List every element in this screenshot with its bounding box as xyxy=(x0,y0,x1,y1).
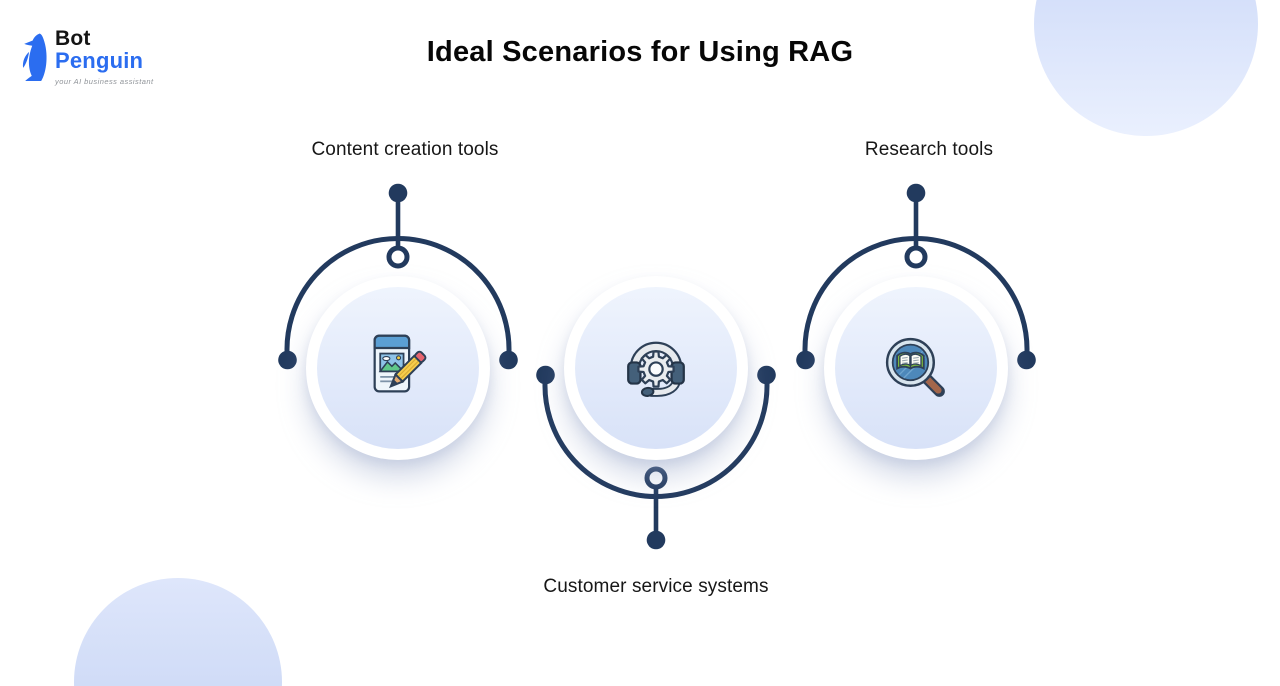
arc-end-dot-right xyxy=(1017,350,1036,370)
arc-end-dot-right xyxy=(757,365,776,385)
node-label-customer-service: Customer service systems xyxy=(543,576,769,597)
node-circle xyxy=(564,276,748,460)
penguin-icon xyxy=(22,33,47,81)
node-circle xyxy=(824,276,1008,460)
logo-tagline: your AI business assistant xyxy=(55,76,154,86)
connector-arc-up xyxy=(796,183,1036,370)
logo-brand-top: Bot xyxy=(55,27,91,50)
node-circle-inner xyxy=(835,287,997,449)
node-label-research: Research tools xyxy=(864,139,994,160)
node-label-content-creation: Content creation tools xyxy=(311,139,499,160)
node-circle-inner xyxy=(317,287,479,449)
arc-end-dot-left xyxy=(278,350,297,370)
customer-service-icon xyxy=(627,341,685,397)
hollow-ring xyxy=(386,245,410,269)
connector-arc-down xyxy=(536,365,776,550)
node-customer-service: Customer service systems xyxy=(456,168,856,597)
logo-text: Bot Penguin your AI business assistant xyxy=(55,28,154,86)
logo-brand-bottom: Penguin xyxy=(55,48,144,74)
node-research: Research tools xyxy=(716,139,1116,568)
stem-dot xyxy=(906,183,926,203)
connector-arc-up xyxy=(278,183,518,370)
node-circle xyxy=(306,276,490,460)
botpenguin-logo: Bot Penguin your AI business assistant xyxy=(20,28,154,86)
content-creation-icon xyxy=(373,334,427,393)
node-circle-inner xyxy=(575,287,737,449)
page-title: Ideal Scenarios for Using RAG xyxy=(426,36,854,68)
research-icon xyxy=(885,337,945,397)
arc-end-dot-left xyxy=(796,350,815,370)
arc-end-dot-right xyxy=(499,350,518,370)
hollow-ring xyxy=(904,245,928,269)
stem-dot xyxy=(646,530,666,550)
hollow-ring xyxy=(644,466,668,490)
arc-end-dot-left xyxy=(536,365,555,385)
decorative-circle-bottom-left xyxy=(74,578,282,686)
node-content-creation: Content creation tools xyxy=(198,139,598,568)
stem-dot xyxy=(388,183,408,203)
